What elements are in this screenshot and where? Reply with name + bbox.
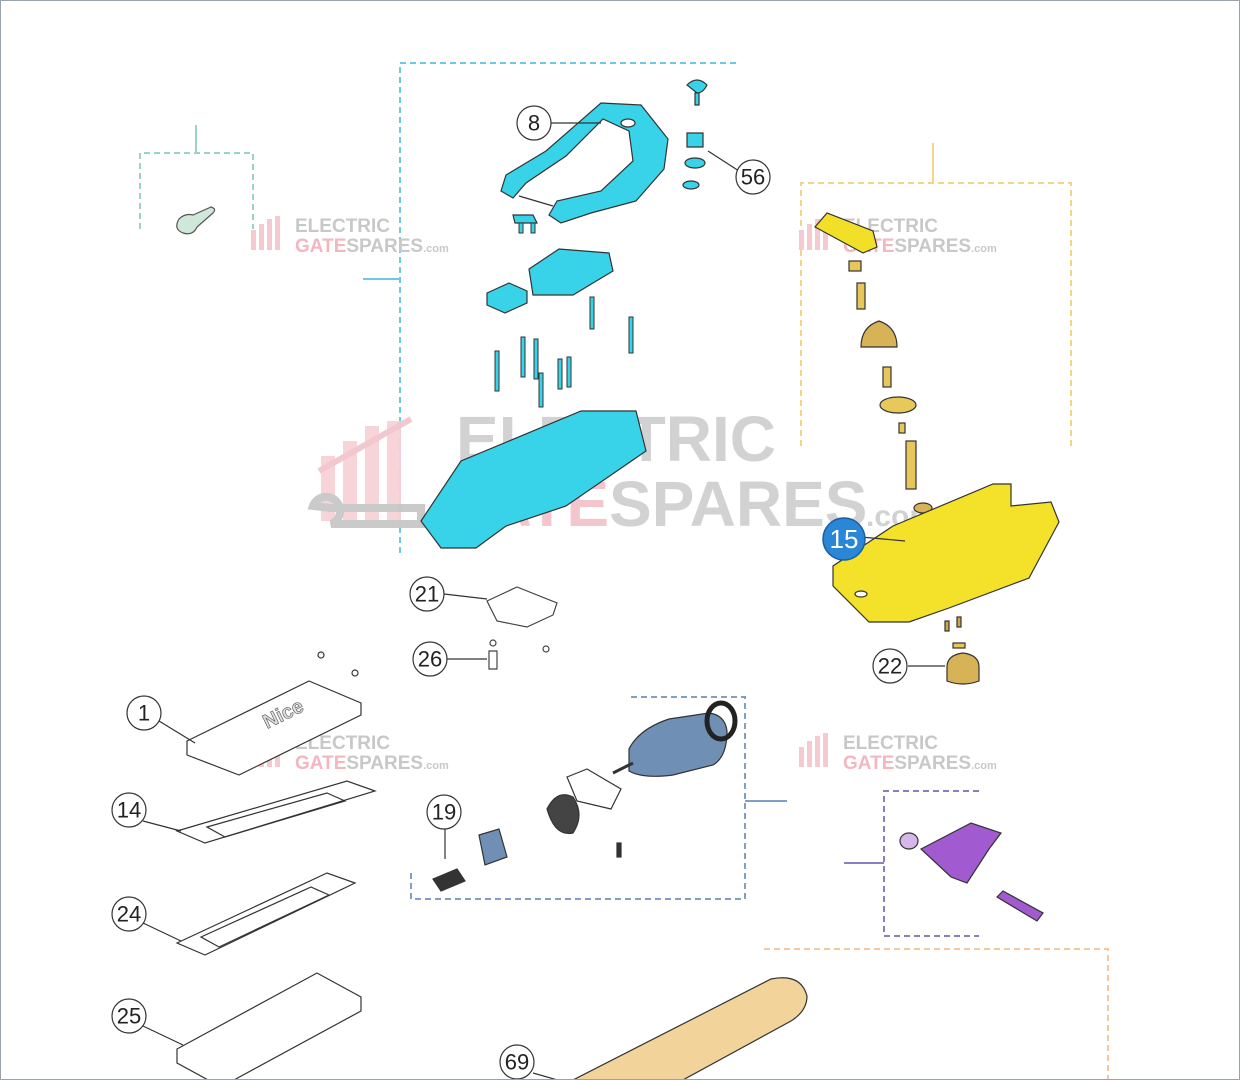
small-watermark-3-line2: GATESPARES.com (295, 753, 449, 774)
callout-leaders (142, 122, 945, 1079)
purple-pin-part[interactable] (996, 890, 1044, 922)
callout-56[interactable]: 56 (735, 159, 771, 195)
cyan-parts-group (420, 79, 708, 549)
large-watermark-spares: SPARES (609, 468, 867, 540)
tube-part-69[interactable] (571, 977, 808, 1080)
small-watermark-4-spares: SPARES (894, 753, 971, 774)
purple-bush-part[interactable] (899, 832, 919, 850)
callout-69-label: 69 (505, 1050, 529, 1075)
callout-14-label: 14 (117, 798, 141, 823)
small-watermark-4-gate: GATE (843, 753, 894, 774)
yellow-clip-part[interactable] (814, 212, 878, 254)
large-watermark-logo-icon (307, 416, 425, 528)
callout-1[interactable]: 1 (126, 695, 162, 731)
callout-24[interactable]: 24 (111, 896, 147, 932)
tube-group-outline (764, 948, 1109, 1079)
small-watermark-1-gate: GATE (295, 236, 346, 257)
callout-56-label: 56 (741, 165, 765, 190)
small-watermark-2-suffix: .com (971, 243, 997, 255)
small-watermark-2-spares: SPARES (894, 236, 971, 257)
callout-26-label: 26 (418, 647, 442, 672)
small-watermark-1-suffix: .com (423, 243, 449, 255)
bevel-gear-part[interactable] (860, 320, 898, 348)
yellow-group-outline (800, 182, 1072, 446)
release-key-part[interactable] (176, 206, 216, 235)
small-watermark-4-line1: ELECTRIC (843, 733, 938, 754)
small-watermark-1: ELECTRIC GATESPARES.com (251, 216, 449, 257)
left-stack-group: Nice (175, 651, 377, 1080)
worm-gear-part-19[interactable] (432, 868, 466, 892)
cover-part-1[interactable] (186, 680, 362, 776)
callout-19-label: 19 (432, 800, 456, 825)
motor-part[interactable] (628, 712, 728, 777)
callout-26[interactable]: 26 (412, 641, 448, 677)
callout-8[interactable]: 8 (516, 105, 552, 141)
motor-parts-group (432, 700, 738, 892)
callout-25[interactable]: 25 (111, 998, 147, 1034)
callout-21[interactable]: 21 (409, 576, 445, 612)
gasket-part-24[interactable] (175, 872, 357, 956)
small-watermark-4-line2: GATESPARES.com (843, 753, 997, 774)
small-watermark-1-spares: SPARES (346, 236, 423, 257)
small-watermark-3-spares: SPARES (346, 753, 423, 774)
gear-wheel-part[interactable] (879, 396, 917, 414)
pin-part-26[interactable] (488, 650, 498, 670)
callout-19[interactable]: 19 (426, 794, 462, 830)
callout-22[interactable]: 22 (872, 648, 908, 684)
encoder-disc-part[interactable] (546, 794, 580, 835)
yellow-spacer-part[interactable] (848, 260, 862, 272)
grey-parts-group (486, 586, 558, 670)
motor-group-outline (410, 696, 746, 900)
callout-15-label: 15 (830, 524, 859, 554)
cyan-screws (494, 222, 634, 408)
small-watermark-3-line1: ELECTRIC (295, 733, 390, 754)
control-unit-part[interactable] (528, 248, 614, 296)
brush-holder-part[interactable] (478, 828, 508, 866)
callout-22-label: 22 (878, 654, 902, 679)
small-watermark-4: ELECTRIC GATESPARES.com (799, 733, 997, 774)
yellow-housing-part-15[interactable] (832, 483, 1060, 623)
purple-bracket-part[interactable] (919, 822, 1002, 884)
bush-part-56[interactable] (686, 132, 704, 148)
terminal-block-part[interactable] (486, 282, 528, 314)
small-watermark-3-gate: GATE (295, 753, 346, 774)
small-watermark-4-suffix: .com (971, 760, 997, 772)
callout-25-label: 25 (117, 1004, 141, 1029)
gasket-part-14[interactable] (175, 780, 377, 844)
callout-21-label: 21 (415, 582, 439, 607)
purple-parts-group (899, 822, 1044, 922)
yellow-shaft-part[interactable] (856, 282, 866, 310)
callout-15[interactable]: 15 (822, 517, 866, 561)
base-housing-part-25[interactable] (176, 972, 362, 1080)
bracket-part[interactable] (512, 214, 538, 224)
pinion-gear-part-22[interactable] (946, 652, 980, 685)
small-watermark-1-line2: GATESPARES.com (295, 236, 449, 257)
group-outlines (139, 62, 1109, 1079)
handle-part-8[interactable] (500, 102, 669, 224)
small-watermark-1-line1: ELECTRIC (295, 216, 390, 237)
yellow-parts-group (814, 212, 1060, 685)
callout-14[interactable]: 14 (111, 792, 147, 828)
callout-69[interactable]: 69 (499, 1044, 535, 1079)
callout-8-label: 8 (528, 111, 540, 136)
small-watermark-3-suffix: .com (423, 760, 449, 772)
base-housing-cyan-part[interactable] (420, 410, 647, 549)
cyan-group-outline (399, 62, 736, 556)
bracket-part-21[interactable] (486, 586, 558, 628)
callout-1-label: 1 (138, 701, 150, 726)
callout-24-label: 24 (117, 902, 141, 927)
lid-pin-part[interactable] (686, 79, 708, 94)
motor-flange-part[interactable] (566, 768, 622, 810)
